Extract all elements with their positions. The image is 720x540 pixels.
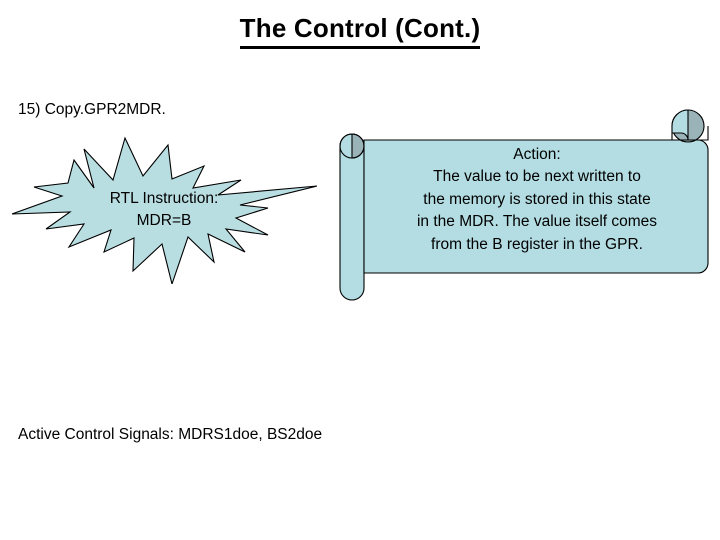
active-control-signals: Active Control Signals: MDRS1doe, BS2doe bbox=[18, 426, 323, 443]
starburst-callout[interactable]: RTL Instruction: MDR=B bbox=[12, 136, 317, 284]
scroll-left-curl-outline bbox=[339, 133, 365, 159]
scroll-right-curl-notch bbox=[671, 109, 689, 141]
scroll-action-text: Action: The value to be next written to … bbox=[416, 146, 658, 253]
page-title: The Control (Cont.) bbox=[0, 13, 720, 49]
scroll-shape bbox=[339, 109, 709, 301]
scroll-callout[interactable]: Action: The value to be next written to … bbox=[336, 108, 714, 308]
scroll-right-curl-edge bbox=[671, 126, 709, 141]
starburst-shape bbox=[12, 136, 317, 284]
scroll-body bbox=[363, 139, 709, 274]
page-title-text: The Control (Cont.) bbox=[239, 13, 481, 49]
bullet-item-15: 15) Copy.GPR2MDR. bbox=[18, 101, 166, 118]
starburst-label: RTL Instruction: MDR=B bbox=[109, 190, 219, 229]
scroll-left-roll bbox=[339, 133, 365, 301]
